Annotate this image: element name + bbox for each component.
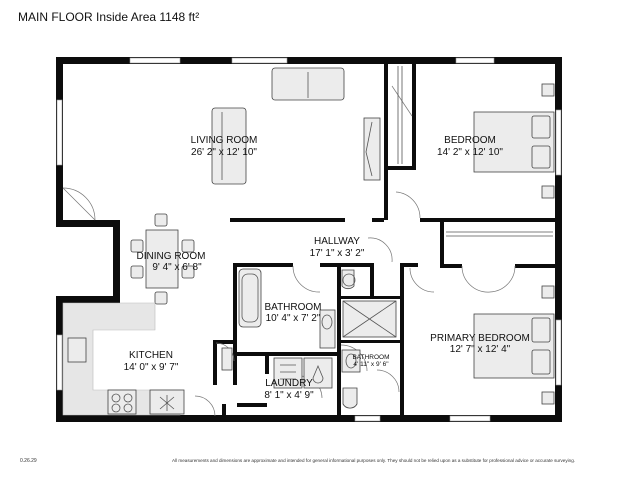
primary-bedroom-bed — [473, 285, 555, 405]
room-name-hallway: HALLWAY — [314, 236, 360, 247]
room-dims-bedroom: 14' 2" x 12' 10" — [437, 147, 503, 158]
room-dims-primary-bedroom: 12' 7" x 12' 4" — [450, 344, 511, 355]
room-dims-dining-room: 9' 4" x 6' 8" — [152, 262, 202, 273]
kitchen-cabinets — [62, 302, 185, 416]
windows — [56, 57, 562, 422]
room-name-laundry: LAUNDRY — [265, 378, 313, 389]
interior-walls — [213, 62, 557, 416]
room-dims-laundry: 8' 1" x 4' 9" — [264, 390, 314, 401]
room-name-bathroom: BATHROOM — [264, 302, 321, 313]
room-labels: LIVING ROOM 26' 2" x 12' 10" BEDROOM 14'… — [124, 135, 530, 401]
room-name-ensuite-bathroom: BATHROOM — [352, 354, 389, 361]
room-dims-living-room: 26' 2" x 12' 10" — [191, 147, 257, 158]
room-dims-bathroom: 10' 4" x 7' 2" — [266, 313, 321, 324]
plan-code: 0.26.29 — [20, 458, 37, 464]
room-name-primary-bedroom: PRIMARY BEDROOM — [430, 333, 530, 344]
room-name-kitchen: KITCHEN — [129, 350, 173, 361]
room-dims-kitchen: 14' 0" x 9' 7" — [124, 362, 179, 373]
living-room-furniture — [211, 67, 381, 185]
room-dims-hallway: 17' 1" x 3' 2" — [310, 248, 365, 259]
closet-racks — [397, 66, 553, 237]
room-name-living-room: LIVING ROOM — [191, 135, 258, 146]
main-bathroom-fixtures — [238, 268, 356, 349]
room-name-bedroom: BEDROOM — [444, 135, 496, 146]
bedroom-bed — [473, 83, 555, 199]
floor-plan-title: MAIN FLOOR Inside Area 1148 ft² — [18, 10, 200, 24]
room-name-dining-room: DINING ROOM — [137, 251, 206, 262]
laundry-appliances — [221, 347, 333, 389]
room-dims-ensuite-bathroom: 4' 11" x 9' 6" — [353, 361, 389, 368]
disclaimer-text: All measurements and dimensions are appr… — [172, 458, 576, 463]
dining-table-set — [130, 213, 195, 305]
ensuite-bathroom-fixtures — [341, 300, 397, 409]
